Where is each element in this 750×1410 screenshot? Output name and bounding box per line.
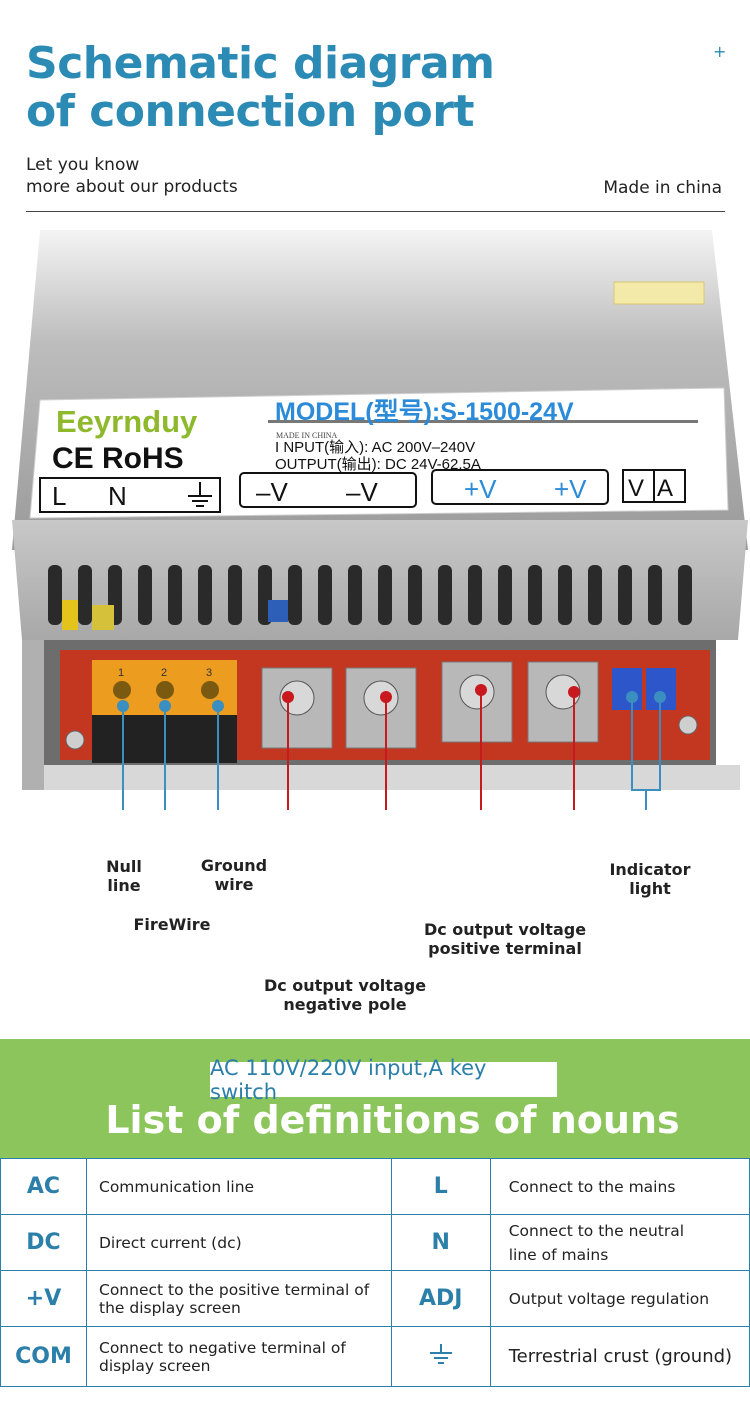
- term-cell-right: L: [390, 1158, 491, 1215]
- made-in-label: Made in china: [603, 178, 722, 198]
- small-sticker: [613, 281, 705, 305]
- title-line-2: of connection port: [26, 86, 475, 137]
- dc-terminals: [261, 661, 599, 749]
- input-spec: I NPUT(输入): AC 200V–240V: [275, 439, 475, 456]
- page-title: Schematic diagram of connection port: [26, 40, 495, 136]
- callout-indicator-light: Indicator light: [609, 860, 691, 898]
- subtitle-line-2: more about our products: [26, 177, 238, 197]
- output-spec: OUTPUT(输出): DC 24V-62.5A: [275, 456, 481, 473]
- power-supply-illustration: Eeyrnduy CE RoHS MODEL(型号):S-1500-24V MA…: [12, 230, 748, 810]
- term-cell-right: N: [390, 1214, 491, 1271]
- definition-cell: Connect to the positive terminal of the …: [86, 1270, 392, 1327]
- ac-callout-lines: [122, 695, 661, 810]
- callout-dc-positive-line1: Dc output voltage: [423, 920, 587, 939]
- callout-null-line: Null line: [106, 857, 142, 895]
- label-v: V: [628, 475, 644, 502]
- callout-dc-positive-line2: positive terminal: [428, 939, 582, 958]
- vent-slots: [48, 565, 692, 625]
- label-pos-1: +V: [464, 474, 497, 504]
- dc-callout-lines: [287, 690, 575, 810]
- label-L: L: [52, 481, 66, 511]
- fuse-num-2: 2: [161, 667, 167, 679]
- table-row: DC Direct current (dc) N Connect to the …: [0, 1214, 750, 1271]
- subtitle-line-1: Let you know: [26, 155, 140, 175]
- definition-cell-right: Connect to the mains: [489, 1158, 750, 1215]
- definitions-table: AC Communication line L Connect to the m…: [0, 1158, 750, 1387]
- definition-cell-right: Terrestrial crust (ground): [489, 1326, 750, 1387]
- callout-dc-negative: Dc output voltage negative pole: [260, 976, 430, 1014]
- callout-dc-positive: Dc output voltage positive terminal: [420, 920, 590, 958]
- term-cell: DC: [0, 1214, 87, 1271]
- fuse-num-3: 3: [206, 667, 212, 679]
- definitions-banner: [0, 1039, 750, 1158]
- potentiometer: [612, 668, 642, 710]
- definition-cell: Connect to negative terminal of display …: [86, 1326, 392, 1387]
- definition-cell-right: Connect to the neutral line of mains: [489, 1214, 750, 1271]
- ground-symbol-cell: [390, 1326, 491, 1387]
- label-a: A: [657, 475, 673, 502]
- table-row: +V Connect to the positive terminal of t…: [0, 1270, 750, 1327]
- label-neg-1: –V: [256, 477, 288, 507]
- subtitle: Let you know more about our products: [26, 154, 238, 198]
- callout-firewire: FireWire: [133, 915, 211, 934]
- cert-marks: CE RoHS: [52, 442, 184, 475]
- label-N: N: [108, 481, 127, 511]
- callout-dc-negative-line1: Dc output voltage: [263, 976, 427, 995]
- callout-dc-negative-line2: negative pole: [283, 995, 407, 1014]
- ground-icon: [429, 1343, 452, 1364]
- term-cell: COM: [0, 1326, 87, 1387]
- callout-ground-wire: Ground wire: [200, 856, 268, 894]
- label-pos-2: +V: [554, 474, 587, 504]
- definition-cell: Direct current (dc): [86, 1214, 392, 1271]
- term-cell-right: ADJ: [390, 1270, 491, 1327]
- plus-icon: +: [713, 42, 727, 61]
- input-switch-pill: AC 110V/220V input,A key switch: [210, 1056, 557, 1104]
- definition-cell: Communication line: [86, 1158, 392, 1215]
- dc-callout-dots: [282, 684, 580, 703]
- definition-cell-right: Output voltage regulation: [489, 1270, 750, 1327]
- term-cell: AC: [0, 1158, 87, 1215]
- product-label: Eeyrnduy CE RoHS MODEL(型号):S-1500-24V MA…: [29, 387, 729, 519]
- title-line-1: Schematic diagram: [26, 38, 495, 89]
- made-in-small: MADE IN CHINA: [276, 431, 338, 440]
- model-text: MODEL(型号):S-1500-24V: [275, 398, 574, 426]
- term-cell: +V: [0, 1270, 87, 1327]
- ac-callout-dots: [117, 691, 666, 712]
- fuse-num-1: 1: [118, 667, 124, 679]
- header-divider: [26, 211, 725, 212]
- ground-icon: [188, 482, 212, 507]
- label-neg-2: –V: [346, 477, 378, 507]
- table-row: AC Communication line L Connect to the m…: [0, 1158, 750, 1215]
- table-row: COM Connect to negative terminal of disp…: [0, 1326, 750, 1387]
- definitions-title: List of definitions of nouns: [105, 1098, 680, 1142]
- brand-logo: Eeyrnduy: [56, 404, 198, 439]
